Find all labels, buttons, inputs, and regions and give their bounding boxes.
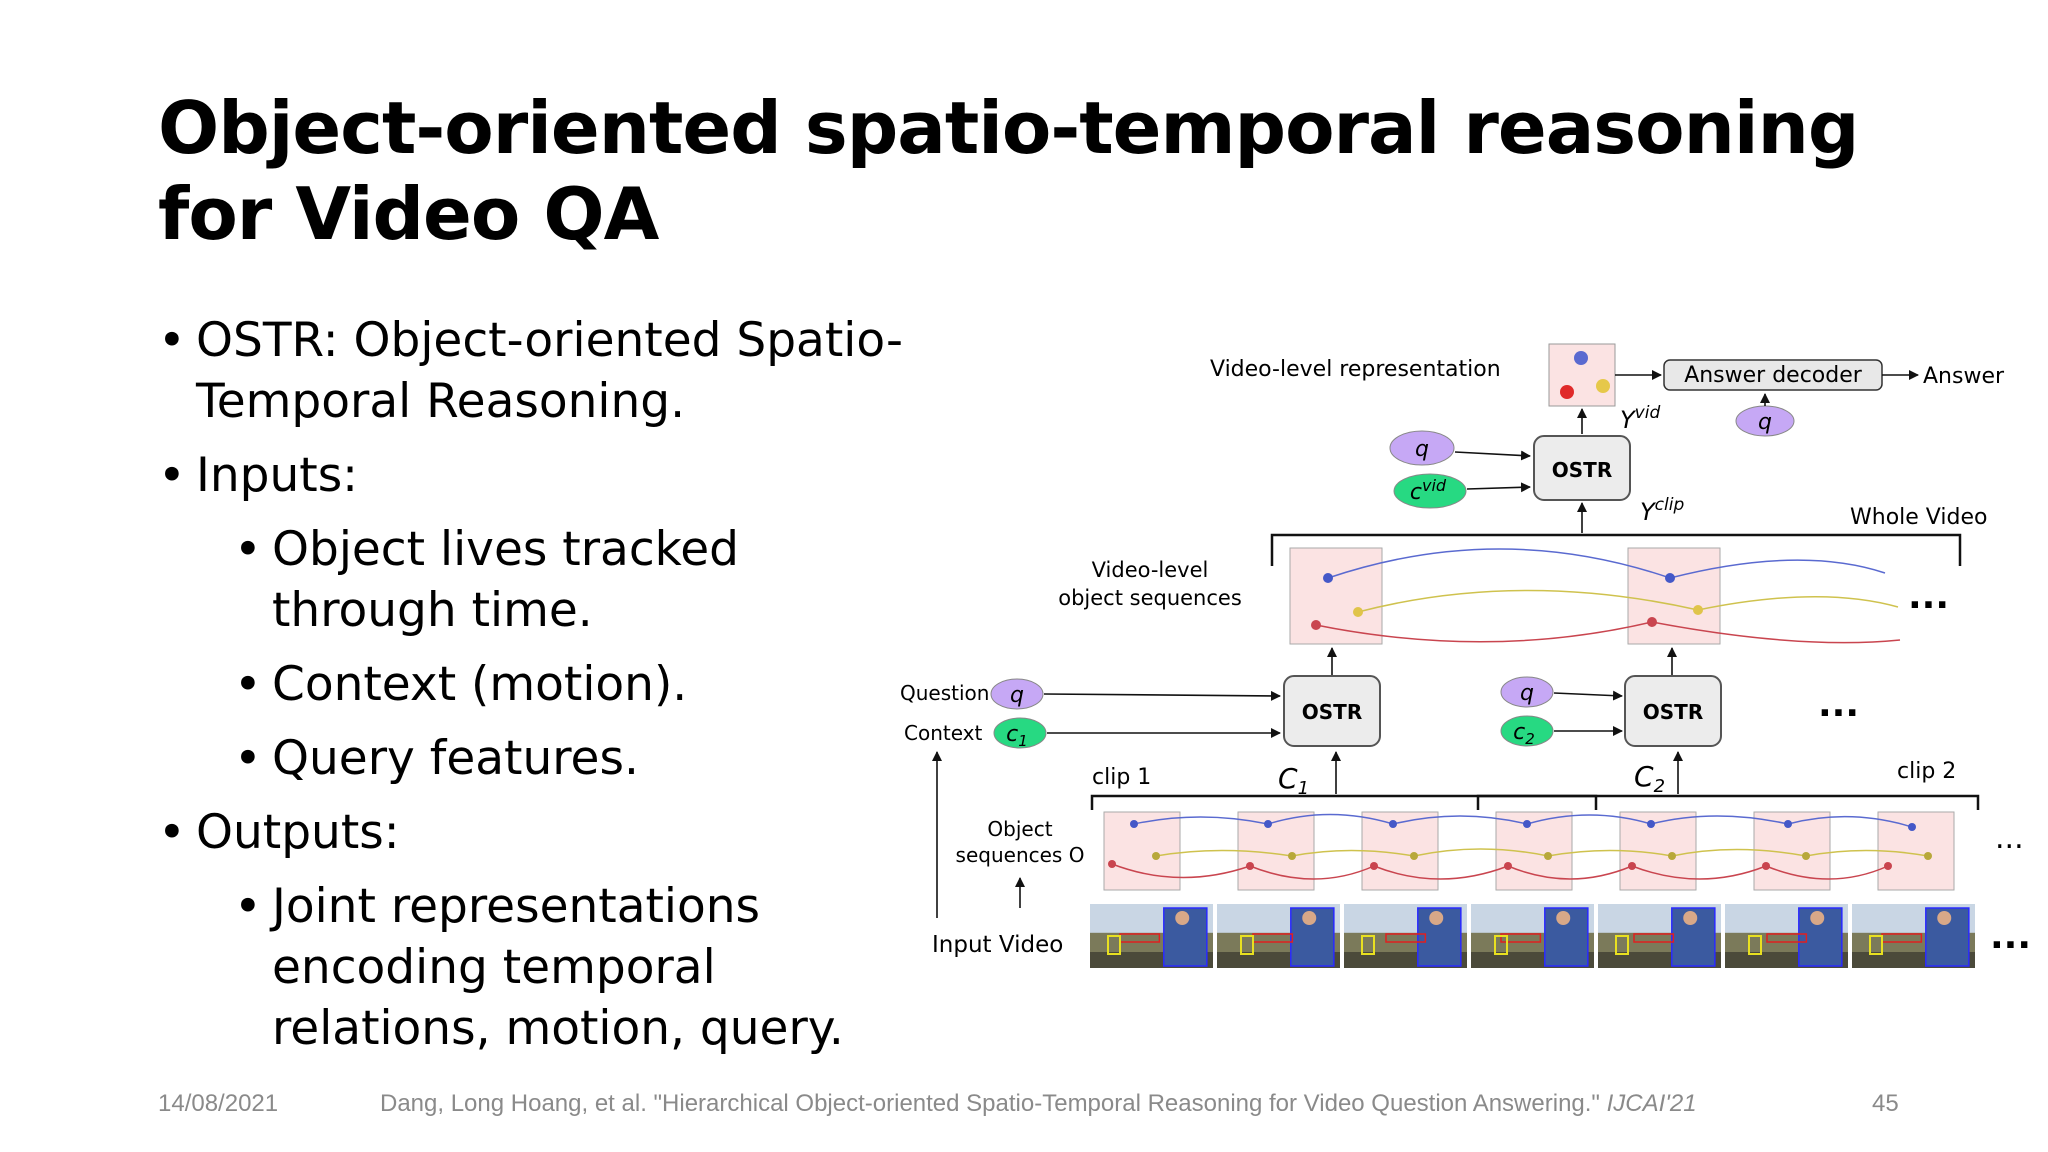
video-track-point bbox=[1311, 620, 1321, 630]
video-context-node bbox=[1393, 473, 1467, 509]
object-sequences-label-1: Object bbox=[987, 817, 1052, 841]
video-track-point bbox=[1693, 605, 1703, 615]
ostr-clip-1 bbox=[1283, 675, 1381, 747]
video-frame bbox=[1344, 904, 1467, 968]
clip-2-label: clip 2 bbox=[1897, 759, 1956, 784]
input-video-label: Input Video bbox=[932, 932, 1063, 958]
arrow-query-to-video-ostr bbox=[1454, 450, 1531, 461]
video-track-blue bbox=[1327, 548, 1886, 579]
clip1-context-symbol: c1 bbox=[1006, 722, 1028, 750]
citation-venue: IJCAI'21 bbox=[1606, 1090, 1697, 1117]
footer-citation: Dang, Long Hoang, et al. "Hierarchical O… bbox=[380, 1090, 1697, 1118]
video-level-representation-label: Video-level representation bbox=[1210, 357, 1501, 382]
video-track-point bbox=[1323, 573, 1333, 583]
clip2-context-symbol: c2 bbox=[1513, 720, 1535, 748]
video-level-box-2 bbox=[1627, 547, 1721, 645]
arrow-question-to-ostr1 bbox=[1043, 690, 1281, 701]
context-label: Context bbox=[904, 721, 983, 745]
clip-2-bracket bbox=[1476, 794, 1980, 810]
ostr-ellipsis: ... bbox=[1818, 684, 1859, 725]
video-frame bbox=[1471, 904, 1594, 968]
video-level-sequences-label-2: object sequences bbox=[1058, 586, 1242, 610]
representation-dot-red bbox=[1560, 385, 1574, 399]
clip2-context-node bbox=[1500, 715, 1554, 747]
clip1-query-node bbox=[990, 678, 1044, 710]
video-frame bbox=[1725, 904, 1848, 968]
video-query-symbol: q bbox=[1415, 437, 1429, 462]
video-frames-ellipsis: ... bbox=[1990, 916, 2031, 957]
whole-video-bracket bbox=[1270, 533, 1962, 566]
video-query-node bbox=[1389, 430, 1455, 466]
video-track-point bbox=[1665, 573, 1675, 583]
clip2-query-node bbox=[1500, 676, 1554, 708]
representation-dot-blue bbox=[1574, 351, 1588, 365]
answer-decoder-label: Answer decoder bbox=[1684, 363, 1863, 388]
clip1-context-node bbox=[993, 717, 1047, 749]
object-box bbox=[1877, 811, 1955, 891]
video-frame bbox=[1598, 904, 1721, 968]
arrow-context-to-video-ostr bbox=[1466, 482, 1531, 493]
bullet-ostr: OSTR: Object-oriented Spatio-Temporal Re… bbox=[158, 310, 918, 432]
object-track-points bbox=[1108, 820, 1932, 870]
object-sequences-ellipsis: ... bbox=[1995, 821, 2024, 856]
video-level-sequences-label-1: Video-level bbox=[1092, 558, 1209, 582]
object-box bbox=[1103, 811, 1181, 891]
page-number: 45 bbox=[1872, 1090, 1899, 1117]
video-frame bbox=[1217, 904, 1340, 968]
video-frame bbox=[1852, 904, 1975, 968]
bullet-query: Query features. bbox=[158, 728, 918, 789]
video-level-box-1 bbox=[1289, 547, 1383, 645]
bullet-context: Context (motion). bbox=[158, 654, 918, 715]
object-box bbox=[1495, 811, 1573, 891]
video-frame bbox=[1090, 904, 1213, 968]
video-track-yellow bbox=[1357, 589, 1899, 613]
bullet-object-lives: Object lives tracked through time. bbox=[158, 519, 918, 641]
answer-label: Answer bbox=[1923, 364, 2005, 389]
footer-date: 14/08/2021 bbox=[158, 1090, 279, 1117]
representation-dot-yellow bbox=[1596, 379, 1610, 393]
video-frames bbox=[1090, 904, 1975, 968]
ostr-clip-1-label: OSTR bbox=[1302, 700, 1362, 724]
arrow-question-to-ostr2 bbox=[1553, 690, 1623, 701]
decoder-query-symbol: q bbox=[1758, 410, 1772, 435]
bullet-list: OSTR: Object-oriented Spatio-Temporal Re… bbox=[158, 310, 918, 1072]
clip-2-feature-label: C2 bbox=[1634, 760, 1665, 797]
video-track-point bbox=[1353, 607, 1363, 617]
y-vid-label: Yvid bbox=[1620, 403, 1660, 434]
whole-video-label: Whole Video bbox=[1850, 505, 1987, 530]
citation-text: Dang, Long Hoang, et al. "Hierarchical O… bbox=[380, 1090, 1600, 1117]
clip2-query-symbol: q bbox=[1520, 681, 1534, 706]
ostr-clip-2 bbox=[1624, 675, 1722, 747]
video-level-ellipsis: ... bbox=[1908, 576, 1949, 617]
slide-title: Object-oriented spatio-temporal reasonin… bbox=[158, 86, 1859, 256]
y-clip-label: Yclip bbox=[1640, 495, 1684, 526]
clip1-query-symbol: q bbox=[1010, 683, 1024, 708]
clip-1-bracket bbox=[1090, 794, 1598, 810]
bullet-joint-representations: Joint representations encoding temporal … bbox=[158, 876, 918, 1059]
ostr-clip-2-label: OSTR bbox=[1643, 700, 1703, 724]
video-track-point bbox=[1647, 617, 1657, 627]
object-sequences-label-2: sequences O bbox=[956, 843, 1085, 867]
video-track-red bbox=[1315, 621, 1901, 644]
video-context-symbol: cvid bbox=[1410, 476, 1447, 505]
clip-1-label: clip 1 bbox=[1092, 765, 1151, 790]
ostr-video-level-label: OSTR bbox=[1552, 458, 1612, 482]
bullet-inputs: Inputs: bbox=[158, 445, 918, 506]
question-label: Question bbox=[900, 681, 989, 705]
clip-1-feature-label: C1 bbox=[1278, 762, 1309, 799]
ostr-video-level bbox=[1533, 435, 1631, 501]
bullet-outputs: Outputs: bbox=[158, 802, 918, 863]
